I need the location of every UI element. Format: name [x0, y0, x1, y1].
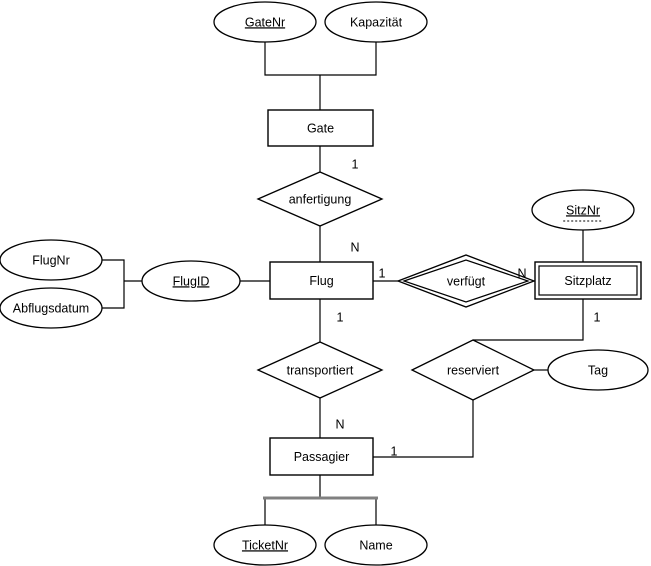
entity-label-sitzplatz: Sitzplatz	[564, 274, 611, 288]
card-gate-anfertigung: 1	[352, 157, 359, 171]
conn-sitzplatz-reserviert	[473, 299, 584, 341]
attribute-label-abflugsdatum: Abflugsdatum	[13, 301, 89, 315]
attribute-label-tag: Tag	[588, 363, 608, 377]
entity-label-flug: Flug	[309, 274, 333, 288]
attribute-label-sitznr: SitzNr	[566, 203, 600, 217]
relationships-layer: anfertigung verfügt transportiert reservier…	[256, 171, 536, 401]
card-flug-verfuegt: 1	[379, 266, 386, 280]
attribute-sitznr[interactable]: SitzNr	[531, 189, 635, 231]
conn-flugnr-junction	[102, 259, 125, 309]
card-passagier-reserviert: 1	[391, 444, 398, 458]
entity-label-gate: Gate	[307, 121, 334, 135]
attribute-ticketnr[interactable]: TicketNr	[213, 524, 317, 566]
attribute-label-flugnr: FlugNr	[32, 253, 70, 267]
attribute-gatenr[interactable]: GateNr	[213, 1, 317, 43]
entity-passagier[interactable]: Passagier	[269, 437, 374, 476]
conn-gatenr-junction	[264, 42, 377, 76]
attribute-label-kapazitaet: Kapazität	[350, 15, 403, 29]
entity-flug[interactable]: Flug	[269, 261, 374, 300]
entity-gate[interactable]: Gate	[267, 109, 374, 147]
connectors-layer	[102, 42, 584, 525]
card-transportiert-passagier: N	[335, 417, 344, 431]
relationship-transportiert[interactable]: transportiert	[256, 341, 384, 399]
entity-sitzplatz[interactable]: Sitzplatz	[534, 261, 642, 300]
conn-passagier-reserviert	[373, 400, 474, 458]
relationship-reserviert[interactable]: reserviert	[410, 339, 536, 401]
attribute-label-gatenr: GateNr	[245, 15, 285, 29]
attribute-label-flugid: FlugID	[173, 274, 210, 288]
attribute-flugid[interactable]: FlugID	[141, 260, 241, 302]
attribute-kapazitaet[interactable]: Kapazität	[324, 1, 428, 43]
card-sitzplatz-reserviert: 1	[594, 310, 601, 324]
card-flug-transportiert: 1	[337, 310, 344, 324]
card-anfertigung-flug: N	[350, 240, 359, 254]
attribute-label-ticketnr: TicketNr	[242, 538, 288, 552]
relationship-anfertigung[interactable]: anfertigung	[256, 171, 384, 227]
attribute-label-name: Name	[359, 538, 392, 552]
relationship-label-transportiert: transportiert	[287, 363, 354, 377]
relationship-label-reserviert: reserviert	[447, 363, 500, 377]
attribute-name[interactable]: Name	[324, 524, 428, 566]
attribute-tag[interactable]: Tag	[547, 349, 649, 391]
relationship-verfuegt[interactable]: verfügt	[396, 254, 536, 308]
attribute-abflugsdatum[interactable]: Abflugsdatum	[0, 287, 103, 329]
relationship-label-anfertigung: anfertigung	[289, 192, 352, 206]
relationship-label-verfuegt: verfügt	[447, 274, 486, 288]
entity-label-passagier: Passagier	[294, 450, 350, 464]
card-verfuegt-sitzplatz: N	[517, 266, 526, 280]
attribute-flugnr[interactable]: FlugNr	[0, 239, 103, 281]
